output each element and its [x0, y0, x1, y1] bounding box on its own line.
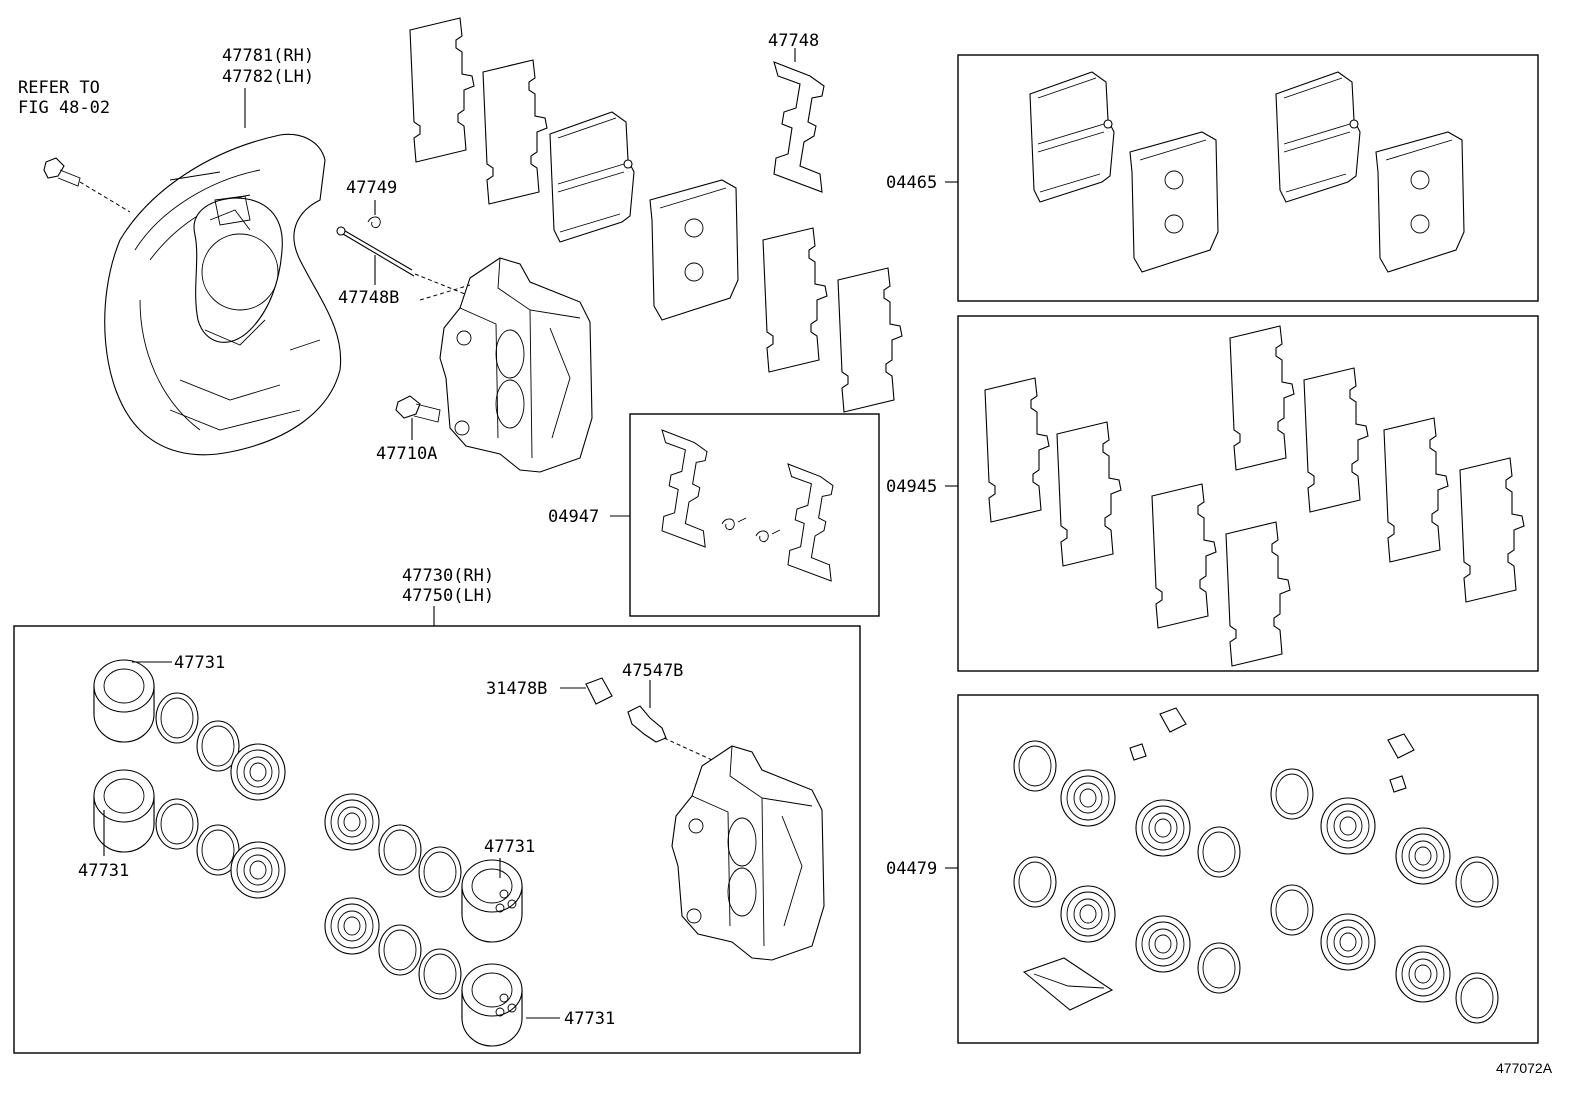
kit-box-04945	[957, 315, 1539, 672]
label-47749: 47749	[346, 178, 397, 198]
kit-box-04479	[957, 694, 1539, 1044]
caliper-assembly-box	[13, 625, 861, 1054]
label-47731-a: 47731	[174, 653, 225, 673]
grease-packet	[1022, 957, 1114, 1011]
kit-04465-plate-1	[1129, 131, 1219, 273]
kit-04947-spring-1	[661, 429, 708, 548]
label-47748: 47748	[768, 31, 819, 51]
bleeder-screw	[627, 680, 713, 761]
refer-line-1: REFER TO	[18, 78, 100, 98]
label-47731-b: 47731	[78, 861, 129, 881]
upper-caliper	[439, 257, 593, 473]
shim-4	[837, 267, 903, 413]
label-04947: 04947	[548, 507, 599, 527]
lower-caliper	[671, 745, 825, 961]
kit-04465-pad-2	[1275, 71, 1361, 203]
kit-04945-shim-4	[1225, 521, 1291, 667]
figure-code: 477072A	[1496, 1060, 1553, 1076]
kit-04945-shim-3	[1151, 483, 1217, 629]
label-47748b: 47748B	[338, 288, 399, 308]
shim-2	[482, 59, 548, 205]
label-31478b: 31478B	[486, 679, 547, 699]
pad-1	[549, 111, 635, 243]
bleeder-cap	[560, 677, 613, 705]
kit-04945-shim-5	[1229, 325, 1295, 471]
shim-1	[409, 17, 475, 163]
label-47750: 47750(LH)	[402, 586, 494, 606]
pad-2	[649, 179, 739, 321]
clip-47749	[367, 200, 381, 229]
kit-04465-plate-2	[1375, 131, 1465, 273]
lower-pistons-middle	[324, 793, 523, 1047]
label-47731-c: 47731	[484, 837, 535, 857]
kit-04945-shim-1	[984, 377, 1050, 523]
kit-04479-caps	[1129, 707, 1415, 793]
spring-47748	[773, 61, 825, 193]
bolt-47710a	[395, 395, 441, 440]
pin-47748b	[336, 226, 466, 295]
label-04465: 04465	[886, 173, 937, 193]
kit-04945-shim-6	[1303, 367, 1369, 513]
kit-04947-spring-2	[787, 463, 834, 582]
label-47782: 47782(LH)	[222, 67, 314, 87]
cover-bolt	[43, 157, 131, 213]
label-47547b: 47547B	[622, 661, 683, 681]
kit-04945-shim-8	[1459, 457, 1525, 603]
label-04479: 04479	[886, 859, 937, 879]
label-04945: 04945	[886, 477, 937, 497]
refer-line-2: FIG 48-02	[18, 98, 110, 118]
kit-04945-shim-7	[1383, 417, 1449, 563]
kit-box-04947	[629, 413, 880, 617]
shim-3	[762, 227, 828, 373]
dust-cover	[104, 133, 342, 456]
kit-04465-pad-1	[1029, 71, 1115, 203]
label-47730: 47730(RH)	[402, 566, 494, 586]
label-47781: 47781(RH)	[222, 46, 314, 66]
label-47731-d: 47731	[564, 1009, 615, 1029]
kit-04945-shim-2	[1056, 421, 1122, 567]
kit-box-04465	[957, 54, 1539, 302]
label-47710a: 47710A	[376, 444, 437, 464]
